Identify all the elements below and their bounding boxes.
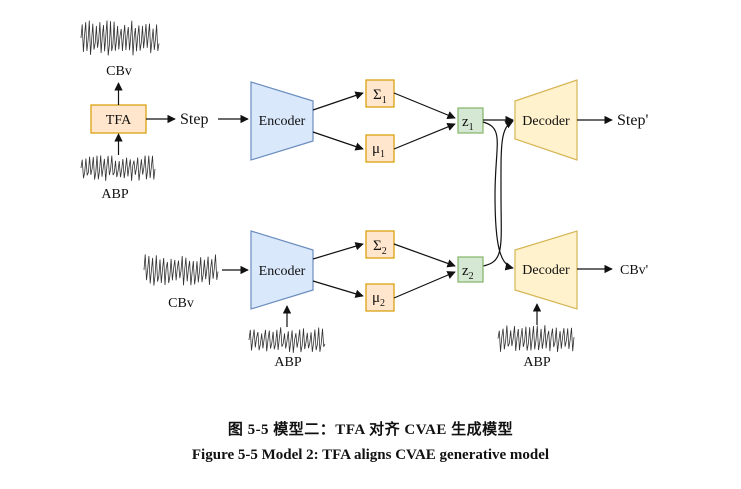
- abp-waveform-decoder2: [497, 325, 575, 353]
- caption-chinese: 图 5-5 模型二：TFA 对齐 CVAE 生成模型: [227, 422, 514, 438]
- sigma1-box: [365, 79, 395, 108]
- mu1-label: μ1: [372, 141, 385, 160]
- encoder1-shape: [250, 81, 314, 161]
- z2-label: z2: [462, 263, 474, 282]
- mu1-box: [365, 134, 395, 163]
- decoder2-label: Decoder: [522, 263, 570, 278]
- mu2-label: μ2: [372, 290, 385, 309]
- encoder2-to-mu2-arrow: [312, 280, 364, 298]
- sigma2-label: Σ2: [373, 238, 387, 257]
- sigma2-box: [365, 230, 395, 259]
- encoder2-label: Encoder: [259, 264, 306, 279]
- encoder1-to-sigma1-arrow: [312, 91, 364, 111]
- mu2-to-z2-arrow: [393, 271, 456, 299]
- sigma1-label: Σ1: [373, 87, 387, 106]
- cbv-waveform-top: [80, 20, 160, 56]
- tfa-box: [90, 104, 147, 134]
- cbv-mid-label: CBv: [168, 296, 194, 311]
- z2-to-decoder1-curve: [482, 120, 514, 267]
- decoder1-label: Decoder: [522, 114, 570, 129]
- sigma1-to-z1-arrow: [393, 92, 456, 120]
- cbv-out-label: CBv': [620, 263, 648, 278]
- tfa-label: TFA: [106, 113, 132, 128]
- decoder1-shape: [514, 79, 578, 161]
- abp-left-label: ABP: [101, 187, 128, 202]
- encoder1-label: Encoder: [259, 114, 306, 129]
- encoder2-to-sigma2-arrow: [312, 242, 364, 260]
- abp-waveform-encoder2: [248, 327, 326, 353]
- encoder2-shape: [250, 230, 314, 310]
- abp-waveform-left: [80, 155, 156, 181]
- mu1-to-z1-arrow: [393, 122, 456, 150]
- abp-decoder2-label: ABP: [523, 355, 550, 370]
- step-out-label: Step': [617, 112, 648, 129]
- cbv-top-label: CBv: [106, 64, 132, 79]
- z1-label: z1: [462, 114, 474, 133]
- encoder1-to-mu1-arrow: [312, 131, 364, 151]
- step-label: Step: [180, 111, 208, 128]
- z2-box: [457, 256, 484, 283]
- abp-encoder2-label: ABP: [274, 355, 301, 370]
- cbv-waveform-mid: [143, 254, 219, 286]
- z1-to-decoder2-curve: [482, 121, 514, 271]
- caption-english: Figure 5-5 Model 2: TFA aligns CVAE gene…: [191, 447, 550, 463]
- sigma2-to-z2-arrow: [393, 243, 456, 268]
- decoder2-shape: [514, 230, 578, 310]
